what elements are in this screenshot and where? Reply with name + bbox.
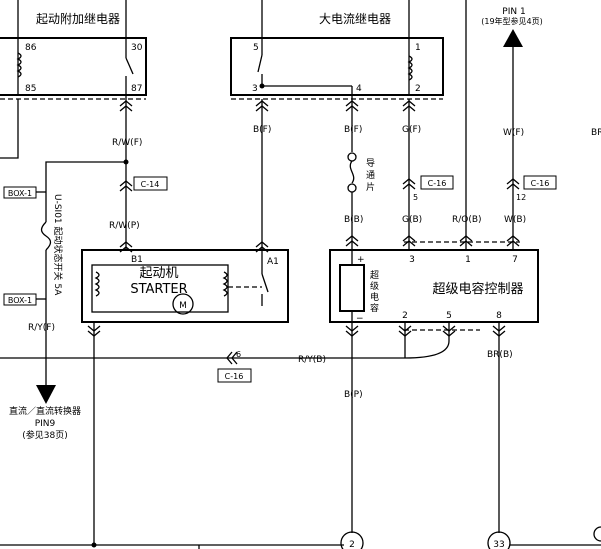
hc-pin-1: 1 xyxy=(415,43,421,53)
wire-label-rw-p: R/W(P) xyxy=(109,221,140,231)
starter-motor-label: M xyxy=(179,301,187,311)
wire-label-rw-f: R/W(F) xyxy=(112,138,142,148)
sc-pin-1: 1 xyxy=(465,255,471,265)
high-current-relay: 大电流继电器 5 3 4 1 2 xyxy=(230,12,444,100)
starter-name: 起动机 xyxy=(139,266,178,281)
starter-pin-a1: A1 xyxy=(267,257,279,267)
sc-pin-7: 7 xyxy=(512,255,518,265)
start-aux-pin-85: 85 xyxy=(25,84,36,94)
supercap-controller: + − 超 级 电 容 超级电容控制器 3 1 7 2 5 8 xyxy=(329,235,539,331)
connector-c16-b-pin: 12 xyxy=(516,193,526,202)
wire-label-g-b: G(B) xyxy=(402,215,422,225)
sc-pin-5: 5 xyxy=(446,311,452,321)
hc-pin-2: 2 xyxy=(415,84,421,94)
hc-pin-5: 5 xyxy=(253,43,259,53)
connector-c16-c xyxy=(217,368,252,383)
fuse-conductor-label-1: 导 xyxy=(366,158,375,169)
top-connector-note: (19年型参见4页) xyxy=(481,16,543,26)
cap-minus: − xyxy=(356,314,364,324)
wire-label-ry-b: R/Y(B) xyxy=(298,355,326,365)
ground-ref-2 xyxy=(340,531,364,549)
sc-pin-2: 2 xyxy=(402,311,408,321)
connector-c16-a xyxy=(420,175,454,190)
fuse-label: U-SI01 起动状态开关 5A xyxy=(52,194,64,296)
box1-bottom-label: BOX-1 xyxy=(8,296,32,305)
connector-c16-a-label: C-16 xyxy=(428,179,447,188)
start-aux-relay-title: 起动附加继电器 xyxy=(36,12,120,26)
wire-label-b-b: B(B) xyxy=(344,215,363,225)
connector-c16-c-label: C-16 xyxy=(225,372,244,381)
wire-label-w-f: W(F) xyxy=(503,128,524,138)
connector-c16-c-pin: 6 xyxy=(236,350,241,359)
fuse-conductor-label-3: 片 xyxy=(366,181,375,193)
start-aux-pin-30: 30 xyxy=(131,43,143,53)
fuse-conductor-label-2: 通 xyxy=(366,170,375,181)
top-connector-pin: PIN 1 xyxy=(502,7,525,17)
box1-top-label: BOX-1 xyxy=(8,189,32,198)
cap-label-1: 超 xyxy=(370,269,379,281)
connector-c16-a-pin: 5 xyxy=(413,193,418,202)
wire-label-br-partial: BR xyxy=(591,128,601,138)
cap-label-2: 级 xyxy=(370,280,379,292)
hc-pin-4: 4 xyxy=(356,84,362,94)
dc-converter-ref: (参见38页) xyxy=(22,429,67,441)
cap-label-4: 容 xyxy=(370,302,379,314)
starter-pin-b1: B1 xyxy=(131,255,143,265)
ground-ref-33-label: 33 xyxy=(493,540,504,549)
dc-converter-title: 直流／直流转换器 xyxy=(9,405,81,417)
wire-label-br-b: BR(B) xyxy=(487,350,513,360)
hc-pin-3: 3 xyxy=(252,84,258,94)
wire-label-ro-b: R/O(B) xyxy=(452,215,482,225)
supercap-controller-title: 超级电容控制器 xyxy=(432,281,523,297)
sc-pin-3: 3 xyxy=(409,255,415,265)
wire-label-b-f-mid: B(F) xyxy=(344,125,362,135)
connector-c14-label: C-14 xyxy=(141,180,160,189)
ground-ref-33 xyxy=(487,531,511,549)
connector-c16-b xyxy=(523,175,557,190)
ground-ref-2-label: 2 xyxy=(349,540,355,549)
cap-plus: + xyxy=(357,255,365,265)
cap-label-3: 电 xyxy=(370,291,379,303)
sc-pin-8: 8 xyxy=(496,311,502,321)
start-aux-relay: 起动附加继电器 86 85 30 87 xyxy=(0,12,147,100)
high-current-relay-title: 大电流继电器 xyxy=(319,12,391,26)
starter: M 起动机 STARTER B1 A1 xyxy=(81,249,289,323)
wire-label-ry-f: R/Y(F) xyxy=(28,323,55,333)
connector-c14 xyxy=(133,176,168,191)
start-aux-pin-86: 86 xyxy=(25,43,37,53)
wire-label-g-f: G(F) xyxy=(402,125,421,135)
connector-c16-b-label: C-16 xyxy=(531,179,550,188)
start-aux-pin-87: 87 xyxy=(131,84,142,94)
wire-label-b-f-left: B(F) xyxy=(253,125,271,135)
wire-label-w-b: W(B) xyxy=(504,215,526,225)
wire-label-b-p: B(P) xyxy=(344,390,363,400)
dc-converter-pin: PIN9 xyxy=(35,419,56,429)
starter-name-en: STARTER xyxy=(130,282,187,297)
